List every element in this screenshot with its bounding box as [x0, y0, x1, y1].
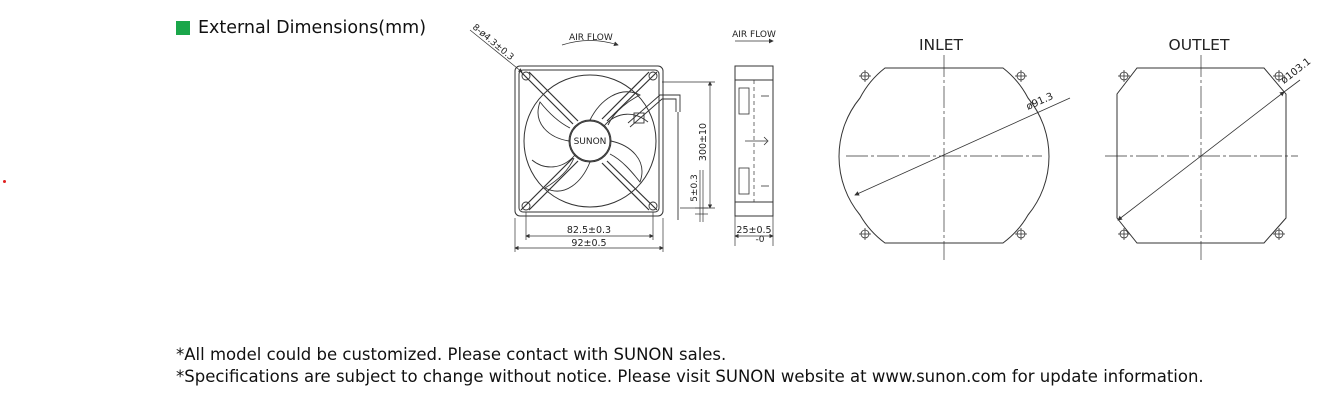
- inlet-diameter-label: ø91.3: [1025, 91, 1055, 113]
- lead-wire: [627, 94, 681, 220]
- section-heading: External Dimensions(mm): [176, 18, 426, 38]
- note-customization: *All model could be customized. Please c…: [176, 345, 727, 364]
- green-square-icon: [176, 21, 190, 35]
- hole-spacing-label: 82.5±0.3: [567, 225, 611, 236]
- width-dimensions: [514, 212, 664, 252]
- lead-length-label: 300±10: [698, 123, 709, 161]
- inlet-outline: [838, 55, 1071, 260]
- depth-label: 25±0.5: [736, 225, 771, 236]
- fan-struts: [520, 71, 658, 211]
- outlet-title: OUTLET: [1169, 36, 1230, 54]
- heading-title: External Dimensions(mm): [198, 18, 427, 38]
- side-airflow-label: AIR FLOW: [732, 30, 776, 40]
- strip-length-label: 5±0.3: [690, 174, 700, 202]
- overall-width-label: 92±0.5: [571, 238, 606, 249]
- fan-front-view: [469, 29, 715, 252]
- mounting-holes: [521, 71, 658, 211]
- depth-tolerance-label: -0: [756, 235, 765, 245]
- outlet-outline: [1105, 55, 1301, 260]
- footnotes: *All model could be customized. Please c…: [176, 344, 1204, 388]
- outlet-mounting-holes: [1118, 70, 1285, 240]
- front-airflow-label: AIR FLOW: [569, 33, 613, 43]
- brand-label: SUNON: [574, 137, 607, 147]
- fan-side-view: [734, 38, 774, 246]
- outlet-diameter-label: ø103.1: [1279, 56, 1313, 86]
- inlet-mounting-holes: [859, 70, 1027, 240]
- hole-callout-label: 8-ø4.3±0.3: [470, 23, 515, 63]
- red-marker-dot: [3, 180, 6, 183]
- strip-dimension: [695, 170, 708, 222]
- inlet-title: INLET: [919, 36, 964, 54]
- note-specifications: *Specifications are subject to change wi…: [176, 367, 1204, 386]
